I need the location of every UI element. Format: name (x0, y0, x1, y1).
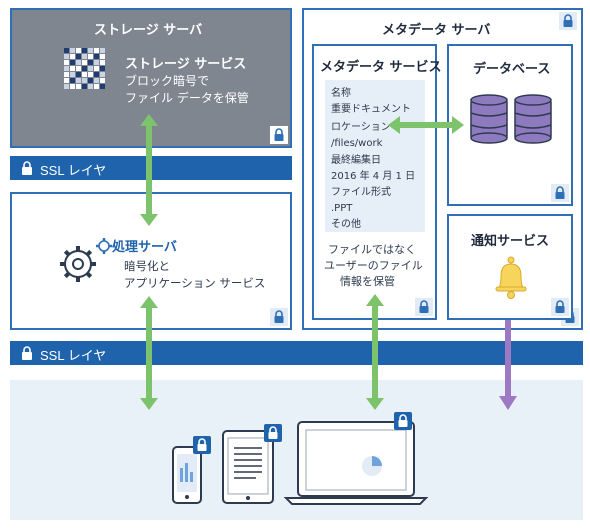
processing-desc-2: アプリケーション サービス (124, 276, 266, 290)
lock-icon (20, 345, 34, 361)
client-devices-area (10, 380, 583, 520)
lock-icon (559, 12, 577, 30)
lock-icon (193, 436, 211, 454)
storage-server-title: ストレージ サーバ (94, 23, 203, 38)
notification-service-panel: 通知サービス (447, 214, 573, 320)
lock-icon (264, 424, 282, 442)
ssl-layer-label: SSL レイヤ (40, 348, 107, 363)
storage-service-desc-2: ファイル データを保管 (125, 91, 249, 105)
lock-icon (551, 184, 569, 202)
list-item: 最終編集日 (331, 155, 381, 166)
metadata-note-3: 情報を保管 (340, 275, 395, 288)
notification-devices-arrow (499, 320, 517, 410)
database-panel: データベース (447, 44, 573, 206)
list-item: .PPT (331, 203, 353, 214)
lock-icon (415, 298, 433, 316)
list-item: その他 (331, 219, 361, 230)
bell-icon (493, 256, 529, 300)
database-icon (469, 94, 555, 144)
gear-icon (56, 234, 116, 290)
lock-icon (551, 298, 569, 316)
metadata-devices-arrow (366, 294, 384, 410)
list-item: 2016 年 4 月 1 日 (331, 171, 416, 182)
lock-icon (270, 308, 288, 326)
list-item: 重要ドキュメント (331, 104, 411, 115)
list-item: ファイル形式 (331, 187, 391, 198)
processing-server-title: 処理サーバ (112, 240, 177, 255)
notification-service-title: 通知サービス (471, 234, 550, 249)
ssl-layer-label: SSL レイヤ (40, 163, 107, 178)
processing-devices-arrow (140, 296, 158, 410)
lock-icon (270, 126, 288, 144)
metadata-note-1: ファイルではなく (328, 243, 416, 256)
tablet-icon (222, 430, 274, 504)
processing-desc-1: 暗号化と (124, 259, 170, 273)
storage-service-title: ストレージ サービス (125, 57, 247, 72)
list-item: 名称 (331, 88, 351, 99)
metadata-list: 名称 重要ドキュメント ロケーション /files/work 最終編集日 201… (325, 80, 425, 232)
storage-processing-arrow (140, 114, 158, 226)
list-item: /files/work (331, 138, 383, 149)
storage-service-desc-1: ブロック暗号で (125, 74, 210, 88)
database-title: データベース (473, 62, 551, 77)
metadata-database-arrow (388, 116, 464, 134)
smartphone-icon (172, 446, 202, 504)
lock-icon (20, 160, 34, 176)
block-cipher-grid-icon (64, 48, 106, 92)
ssl-layer-bar: SSL レイヤ (10, 341, 583, 365)
metadata-server-title: メタデータ サーバ (382, 23, 491, 38)
metadata-service-title: メタデータ サービス (320, 60, 442, 75)
lock-icon (394, 412, 412, 430)
metadata-note-2: ユーザーのファイル (324, 259, 423, 272)
list-item: ロケーション (331, 122, 391, 133)
laptop-icon (284, 420, 428, 506)
